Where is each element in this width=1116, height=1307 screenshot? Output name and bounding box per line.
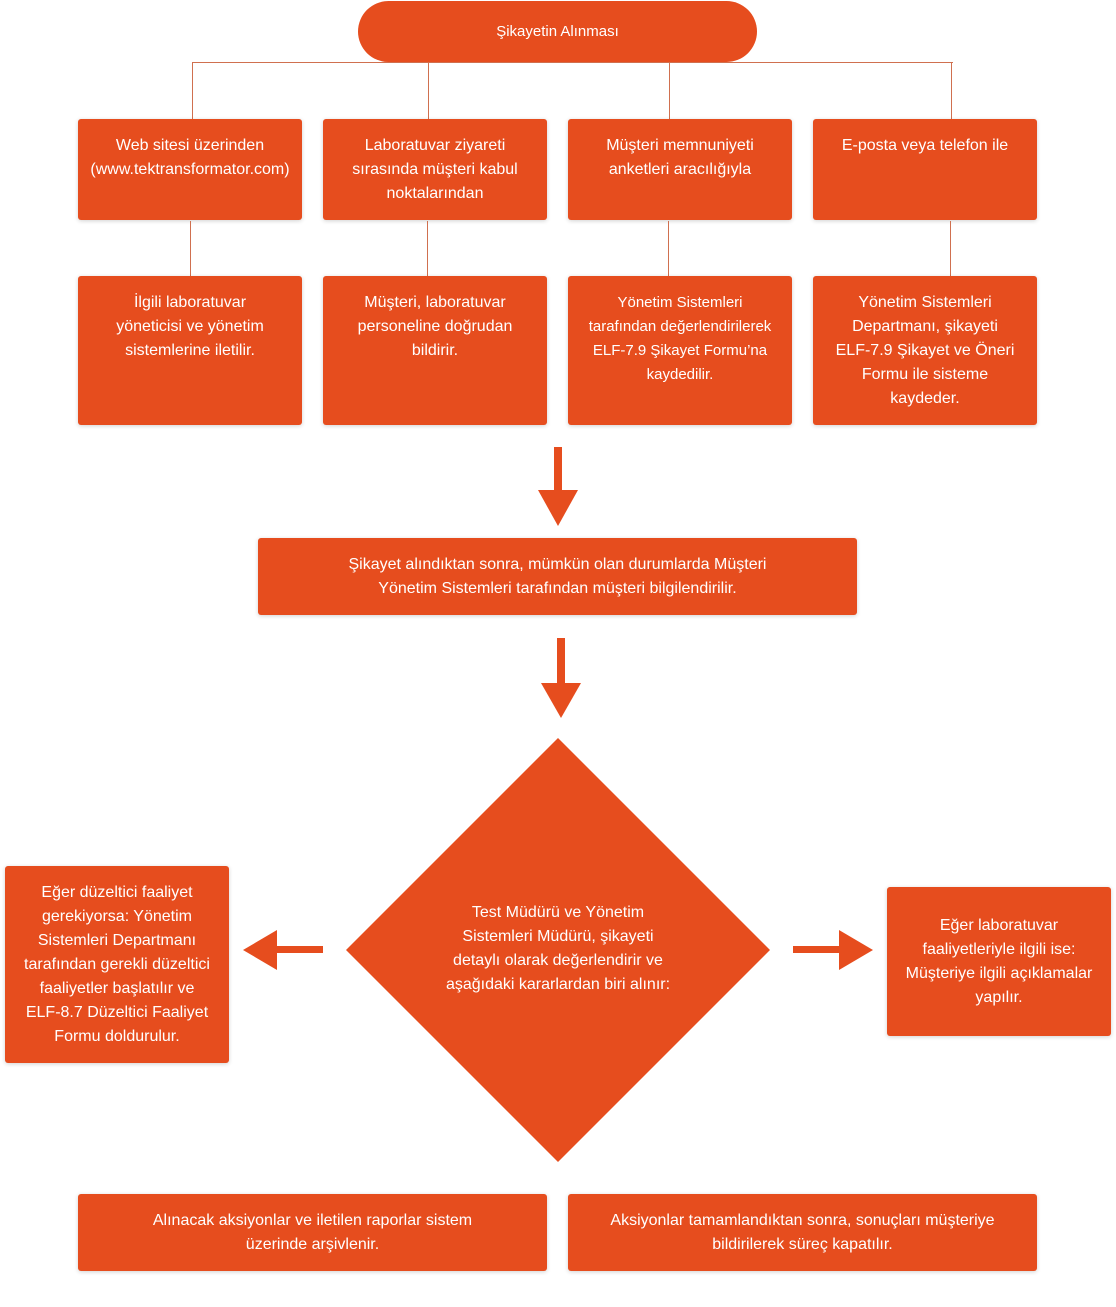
- arrow-right-icon: [793, 930, 873, 970]
- channel-label: Web sitesi üzerinden (www.tektransformat…: [90, 137, 290, 178]
- channel-label: E-posta veya telefon ile: [841, 137, 1009, 154]
- action-label: Müşteri, laboratuvar personeline doğruda…: [357, 294, 513, 359]
- action-box-survey: Yönetim Sistemleri tarafından değerlendi…: [568, 276, 792, 425]
- laboratory-related-box: Eğer laboratuvar faaliyetleriyle ilgili …: [887, 887, 1111, 1036]
- corrective-action-box: Eğer düzeltici faaliyet gerekiyorsa: Yön…: [5, 866, 229, 1063]
- channel-box-website: Web sitesi üzerinden (www.tektransformat…: [78, 119, 302, 220]
- connector-line: [951, 62, 952, 119]
- connector-line: [428, 62, 429, 119]
- connector-line: [192, 62, 953, 63]
- action-label: Yönetim Sistemleri Departmanı, şikayeti …: [835, 294, 1015, 407]
- start-node: Şikayetin Alınması: [358, 1, 757, 62]
- notification-label: Şikayet alındıktan sonra, mümkün olan du…: [348, 555, 767, 597]
- corrective-action-label: Eğer düzeltici faaliyet gerekiyorsa: Yön…: [24, 883, 210, 1045]
- decision-diamond: [346, 738, 770, 1162]
- arrow-left-icon: [243, 930, 323, 970]
- action-label: Yönetim Sistemleri tarafından değerlendi…: [588, 294, 772, 383]
- connector-line: [427, 221, 428, 276]
- action-label: İlgili laboratuvar yöneticisi ve yönetim…: [116, 294, 264, 359]
- connector-line: [190, 221, 191, 276]
- channel-box-email-phone: E-posta veya telefon ile: [813, 119, 1037, 220]
- arrow-down-icon: [538, 447, 578, 526]
- archive-box: Alınacak aksiyonlar ve iletilen raporlar…: [78, 1194, 547, 1271]
- channel-label: Müşteri memnuniyeti anketleri aracılığıy…: [606, 137, 754, 178]
- action-box-lab-visit: Müşteri, laboratuvar personeline doğruda…: [323, 276, 547, 425]
- laboratory-related-label: Eğer laboratuvar faaliyetleriyle ilgili …: [905, 916, 1093, 1006]
- connector-line: [668, 221, 669, 276]
- process-close-box: Aksiyonlar tamamlandıktan sonra, sonuçla…: [568, 1194, 1037, 1271]
- channel-box-survey: Müşteri memnuniyeti anketleri aracılığıy…: [568, 119, 792, 220]
- channel-label: Laboratuvar ziyareti sırasında müşteri k…: [352, 137, 518, 202]
- start-node-label: Şikayetin Alınması: [496, 22, 619, 40]
- action-box-website: İlgili laboratuvar yöneticisi ve yönetim…: [78, 276, 302, 425]
- process-close-label: Aksiyonlar tamamlandıktan sonra, sonuçla…: [610, 1211, 995, 1253]
- connector-line: [950, 221, 951, 276]
- connector-line: [669, 62, 670, 119]
- action-box-email-phone: Yönetim Sistemleri Departmanı, şikayeti …: [813, 276, 1037, 425]
- archive-label: Alınacak aksiyonlar ve iletilen raporlar…: [152, 1211, 473, 1253]
- decision-label: Test Müdürü ve Yönetim Sistemleri Müdürü…: [445, 904, 671, 993]
- notification-box: Şikayet alındıktan sonra, mümkün olan du…: [258, 538, 857, 615]
- channel-box-lab-visit: Laboratuvar ziyareti sırasında müşteri k…: [323, 119, 547, 220]
- arrow-down-icon: [541, 638, 581, 718]
- connector-line: [192, 62, 193, 119]
